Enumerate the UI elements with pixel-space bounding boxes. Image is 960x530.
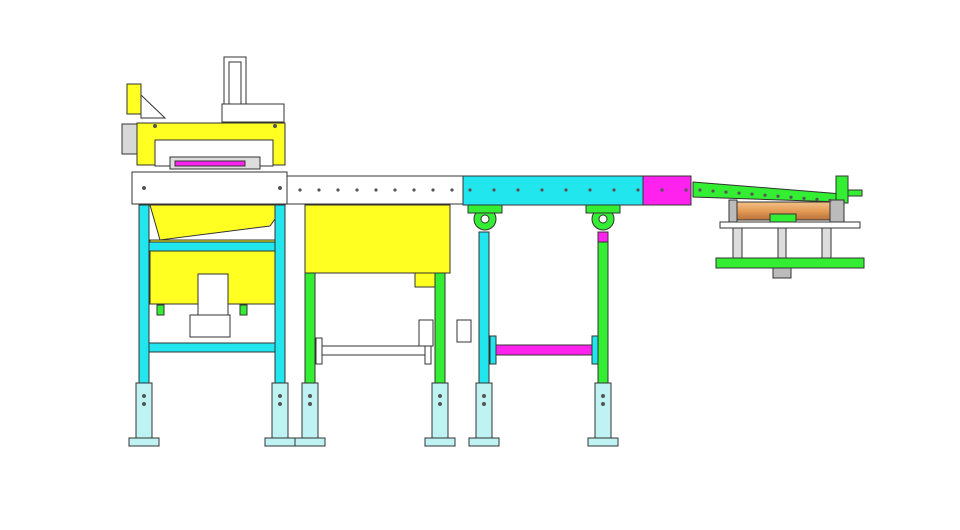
middle-leg-a xyxy=(304,272,316,384)
cyan-foot-a xyxy=(475,382,493,439)
fastener-dot xyxy=(142,394,146,398)
fastener-dot xyxy=(492,188,496,192)
left-leg-b xyxy=(274,204,286,384)
fastener-dot xyxy=(355,188,359,192)
fastener-dot xyxy=(482,402,486,406)
fastener-dot xyxy=(789,195,793,199)
left-foot-a xyxy=(135,382,153,439)
fastener-dot xyxy=(374,188,378,192)
fastener-dot xyxy=(828,198,832,202)
fastener-dot xyxy=(278,402,282,406)
fastener-dot xyxy=(684,188,688,192)
fastener-dot xyxy=(802,196,806,200)
fastener-dot xyxy=(564,188,568,192)
fastener-dot xyxy=(308,394,312,398)
middle-foot-a xyxy=(301,382,319,439)
fastener-dot xyxy=(393,188,397,192)
fastener-dot xyxy=(336,188,340,192)
fastener-dots xyxy=(142,124,832,406)
fastener-dot xyxy=(450,188,454,192)
fastener-dot xyxy=(438,402,442,406)
fastener-dot xyxy=(468,188,472,192)
middle-cross-tube xyxy=(319,345,429,356)
fastener-dot xyxy=(815,197,819,201)
fastener-dot xyxy=(298,188,302,192)
fastener-dot xyxy=(588,188,592,192)
left-machine xyxy=(121,56,296,447)
fastener-dot xyxy=(540,188,544,192)
left-leg-a xyxy=(138,204,150,384)
fastener-dot xyxy=(612,188,616,192)
roller-base xyxy=(715,257,865,269)
fastener-dot xyxy=(412,188,416,192)
roller-unit xyxy=(692,175,865,279)
middle-section xyxy=(286,175,472,447)
fastener-dot xyxy=(711,189,715,193)
left-crossbar-bottom xyxy=(148,342,276,353)
fastener-dot xyxy=(698,188,702,192)
cyan-leg-b xyxy=(597,231,609,384)
fastener-dot xyxy=(431,188,435,192)
left-top-beam xyxy=(131,171,288,205)
fastener-dot xyxy=(724,190,728,194)
fastener-dot xyxy=(482,394,486,398)
cyan-leg-a xyxy=(478,231,490,384)
side-bracket xyxy=(126,83,142,115)
left-foot-b xyxy=(271,382,289,439)
magenta-beam-end xyxy=(642,175,692,206)
fastener-dot xyxy=(278,394,282,398)
fastener-dot xyxy=(601,394,605,398)
middle-foot-b xyxy=(431,382,449,439)
magenta-cross-tube xyxy=(495,344,593,356)
fastener-dot xyxy=(636,188,640,192)
fastener-dot xyxy=(317,188,321,192)
fastener-dot xyxy=(776,194,780,198)
fastener-dot xyxy=(142,402,146,406)
fastener-dot xyxy=(763,193,767,197)
fastener-dot xyxy=(438,394,442,398)
lower-chute xyxy=(149,204,286,241)
left-crossbar-top xyxy=(148,241,276,252)
cyan-foot-b xyxy=(594,382,612,439)
middle-leg-b xyxy=(434,272,446,384)
fastener-dot xyxy=(750,192,754,196)
cyan-conveyor xyxy=(462,175,692,447)
fastener-dot xyxy=(142,186,146,190)
fastener-dot xyxy=(660,188,664,192)
middle-yellow-box xyxy=(304,204,451,274)
roller-frame-top xyxy=(719,221,861,229)
fastener-dot xyxy=(273,124,277,128)
fastener-dot xyxy=(278,186,282,190)
fastener-dot xyxy=(737,191,741,195)
cyan-conveyor-beam xyxy=(462,175,644,206)
fastener-dot xyxy=(308,402,312,406)
fastener-dot xyxy=(153,124,157,128)
green-chute xyxy=(692,181,843,203)
fastener-dot xyxy=(516,188,520,192)
fastener-dot xyxy=(601,402,605,406)
